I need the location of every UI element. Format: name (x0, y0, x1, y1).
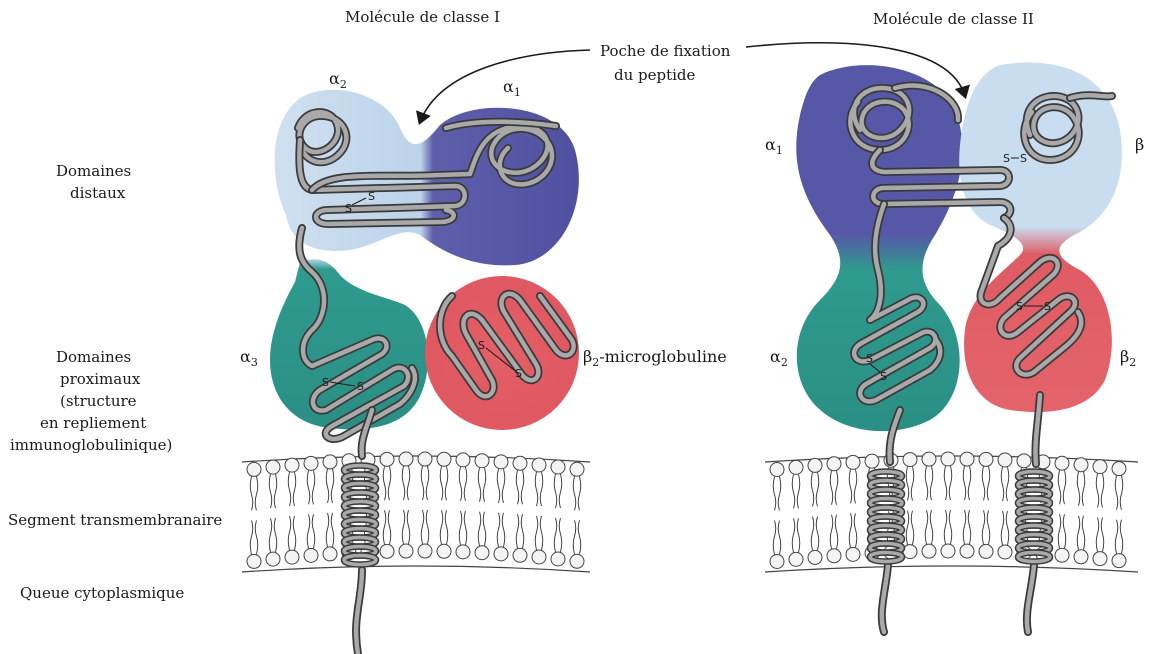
membrane-class2 (765, 452, 1138, 572)
label-c2-alpha1: α1 (765, 135, 783, 157)
svg-text:S: S (357, 380, 364, 393)
svg-text:S: S (322, 376, 329, 389)
svg-text:S: S (345, 202, 352, 215)
label-distal-1: Domaines (56, 162, 131, 180)
svg-text:S: S (1020, 152, 1027, 165)
svg-text:S: S (368, 190, 375, 203)
c2b-top (1070, 95, 1112, 98)
c1-helix (344, 466, 376, 565)
label-c2-alpha2: α2 (770, 347, 788, 369)
label-distal-2: distaux (70, 184, 126, 202)
c2a-tail (882, 565, 888, 632)
svg-text:S: S (515, 367, 522, 380)
c2b-helix (1018, 472, 1050, 562)
c2b-neck (1035, 395, 1040, 464)
c1-tail (356, 570, 362, 654)
label-c1-alpha1: α1 (503, 77, 521, 99)
membrane-class1 (242, 452, 590, 572)
label-c2-beta2: β2 (1120, 347, 1136, 369)
svg-text:S: S (1016, 300, 1023, 313)
svg-text:S: S (1044, 300, 1051, 313)
class1-title: Molécule de classe I (345, 8, 500, 26)
label-c2-beta: β (1135, 135, 1144, 154)
callout-line1: Poche de fixation (600, 42, 731, 60)
svg-text:S: S (478, 339, 485, 352)
label-proximal-1: Domaines (56, 348, 131, 366)
label-c1-alpha3: α3 (240, 347, 258, 369)
label-proximal-3: (structure (60, 392, 137, 410)
label-transmembrane: Segment transmembranaire (8, 511, 222, 529)
label-proximal-5: immunoglobulinique) (10, 436, 172, 454)
label-c1-alpha2: α2 (329, 69, 347, 91)
label-b2m: β2-microglobuline (583, 347, 727, 369)
label-cytoplasmic: Queue cytoplasmique (20, 584, 184, 602)
callout-line2: du peptide (614, 66, 696, 84)
svg-text:S: S (880, 370, 887, 383)
c2b-tail (1027, 565, 1034, 632)
class2-title: Molécule de classe II (873, 10, 1034, 28)
svg-text:S: S (866, 352, 873, 365)
label-proximal-2: proximaux (60, 370, 141, 388)
svg-text:S: S (1003, 152, 1010, 165)
label-proximal-4: en repliement (40, 414, 146, 432)
